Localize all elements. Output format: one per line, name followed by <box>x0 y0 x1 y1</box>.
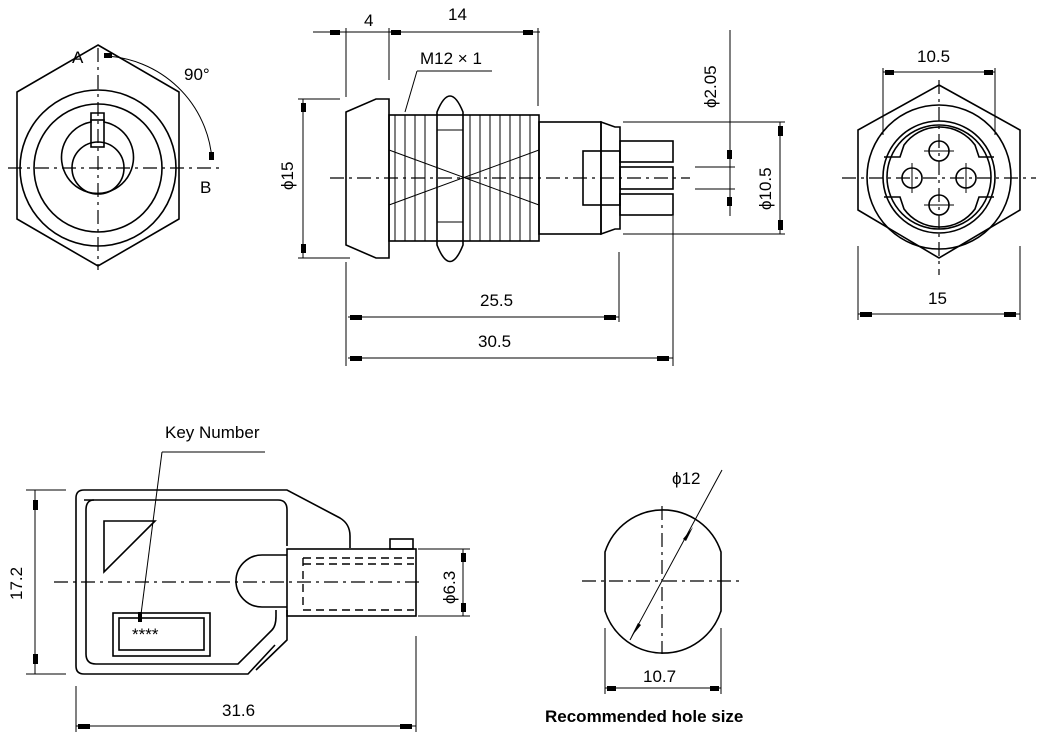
front-view: A 90° B <box>8 44 220 270</box>
key-number: **** <box>132 625 159 644</box>
dim-flange: 4 <box>364 11 373 30</box>
keyway-outer <box>60 112 135 195</box>
dim-thread-length: 14 <box>448 5 467 24</box>
key-triangle <box>103 520 157 574</box>
hole-caption: Recommended hole size <box>545 707 743 726</box>
key-number-label: Key Number <box>165 423 260 442</box>
hex-nut-side <box>436 95 464 263</box>
key-bow-inner-top <box>84 499 288 546</box>
dim-length-2: 30.5 <box>478 332 511 351</box>
thread-spec: M12 × 1 <box>420 49 482 68</box>
rear-cap <box>600 120 621 236</box>
angle-label: 90° <box>184 65 210 84</box>
dim-inner: 10.5 <box>917 47 950 66</box>
dim-hole-flat: 10.7 <box>643 667 676 686</box>
hex-outline-rear <box>857 84 1021 259</box>
dim-shaft-dia: ϕ6.3 <box>440 571 459 604</box>
hole-outline <box>604 509 722 654</box>
key-view: Key Number **** 17.2 <box>7 423 470 732</box>
dim-head-dia: ϕ15 <box>278 162 297 190</box>
dim-key-length: 31.6 <box>222 701 255 720</box>
dim-key-height: 17.2 <box>7 567 26 600</box>
key-bow-inner <box>85 499 277 665</box>
key-number-plate-inner <box>118 617 205 651</box>
pin-upper <box>619 140 674 163</box>
dim-body-dia: ϕ10.5 <box>756 167 775 210</box>
label-a: A <box>72 48 84 67</box>
head-flange <box>345 98 390 259</box>
key-tab <box>389 538 414 550</box>
rear-view: 10.5 15 <box>842 47 1036 320</box>
key-number-plate-outer <box>112 612 211 657</box>
label-b: B <box>200 178 211 197</box>
key-slot <box>90 119 105 148</box>
dim-pin-dia: ϕ2.05 <box>701 65 720 108</box>
rotation-arc <box>103 55 213 161</box>
dim-hole-dia: ϕ12 <box>672 469 700 488</box>
key-bow-outer-top <box>84 489 351 548</box>
dim-length-1: 25.5 <box>480 291 513 310</box>
hole-view: ϕ12 10.7 Recommended hole size <box>545 469 743 726</box>
side-view: 4 14 M12 × 1 ϕ15 <box>278 5 785 366</box>
pin-lower <box>619 193 674 216</box>
key-shoulder <box>235 554 287 608</box>
dim-hex: 15 <box>928 289 947 308</box>
